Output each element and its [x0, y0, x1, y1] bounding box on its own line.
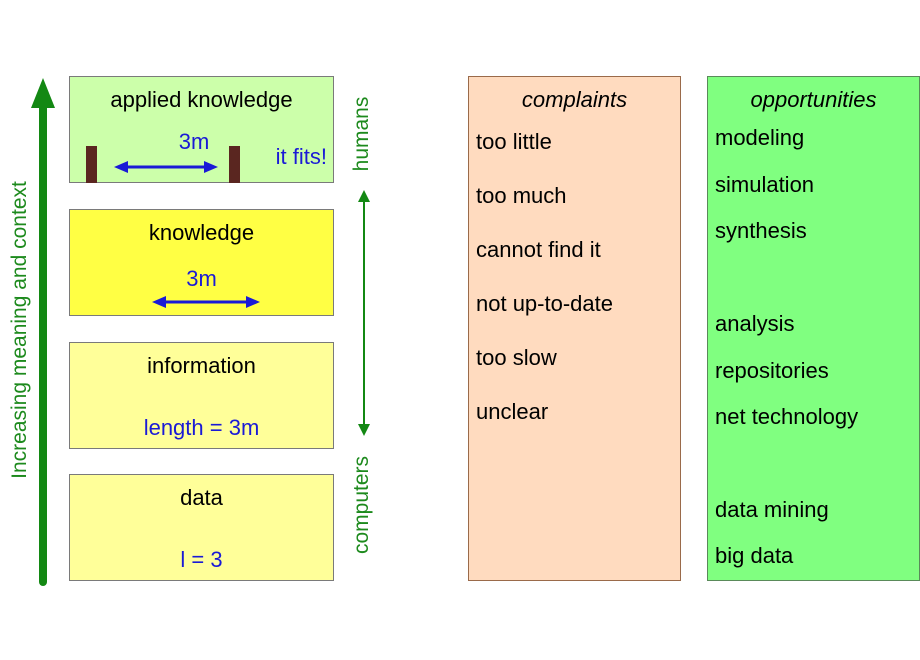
opportunities-heading: opportunities — [750, 87, 877, 112]
applied-measure-label: 3m — [178, 129, 210, 154]
computers-label: computers — [350, 455, 373, 555]
list-item: too much — [476, 183, 567, 208]
information-box: information length = 3m — [69, 342, 334, 449]
list-item: too little — [476, 129, 552, 154]
complaints-heading: complaints — [521, 87, 628, 112]
knowledge-title: knowledge — [148, 220, 255, 245]
list-item: not up-to-date — [476, 291, 613, 316]
list-item: analysis — [715, 311, 795, 336]
list-item: simulation — [715, 172, 815, 197]
applied-double-arrow — [114, 161, 218, 173]
applied-knowledge-title: applied knowledge — [110, 87, 293, 112]
fence-post-right — [229, 146, 240, 183]
information-value: length = 3m — [143, 415, 260, 440]
knowledge-box: knowledge 3m — [69, 209, 334, 316]
meaning-axis-arrow — [31, 78, 55, 586]
knowledge-measure-label: 3m — [186, 266, 217, 291]
list-item: net technology — [715, 404, 859, 429]
knowledge-double-arrow — [152, 296, 260, 308]
list-item: cannot find it — [476, 237, 601, 262]
data-box: data l = 3 — [69, 474, 334, 581]
fence-post-left — [86, 146, 97, 183]
list-item: modeling — [715, 125, 805, 150]
list-item: repositories — [715, 358, 829, 383]
humans-computers-arrow — [358, 190, 370, 436]
meaning-axis-label: Increasing meaning and context — [8, 181, 31, 479]
applied-knowledge-box: applied knowledge 3m it fits! — [69, 76, 334, 183]
list-item: unclear — [476, 399, 549, 424]
humans-label: humans — [350, 96, 373, 172]
data-value: l = 3 — [180, 547, 223, 572]
list-item: synthesis — [715, 218, 807, 243]
list-item: too slow — [476, 345, 557, 370]
complaints-panel: complaints too little too much cannot fi… — [468, 76, 681, 581]
opportunities-panel: opportunities modeling simulation synthe… — [707, 76, 920, 581]
data-title: data — [180, 485, 223, 510]
list-item: data mining — [715, 497, 829, 522]
information-title: information — [147, 353, 256, 378]
it-fits-label: it fits! — [275, 144, 327, 169]
list-item: big data — [715, 543, 794, 568]
